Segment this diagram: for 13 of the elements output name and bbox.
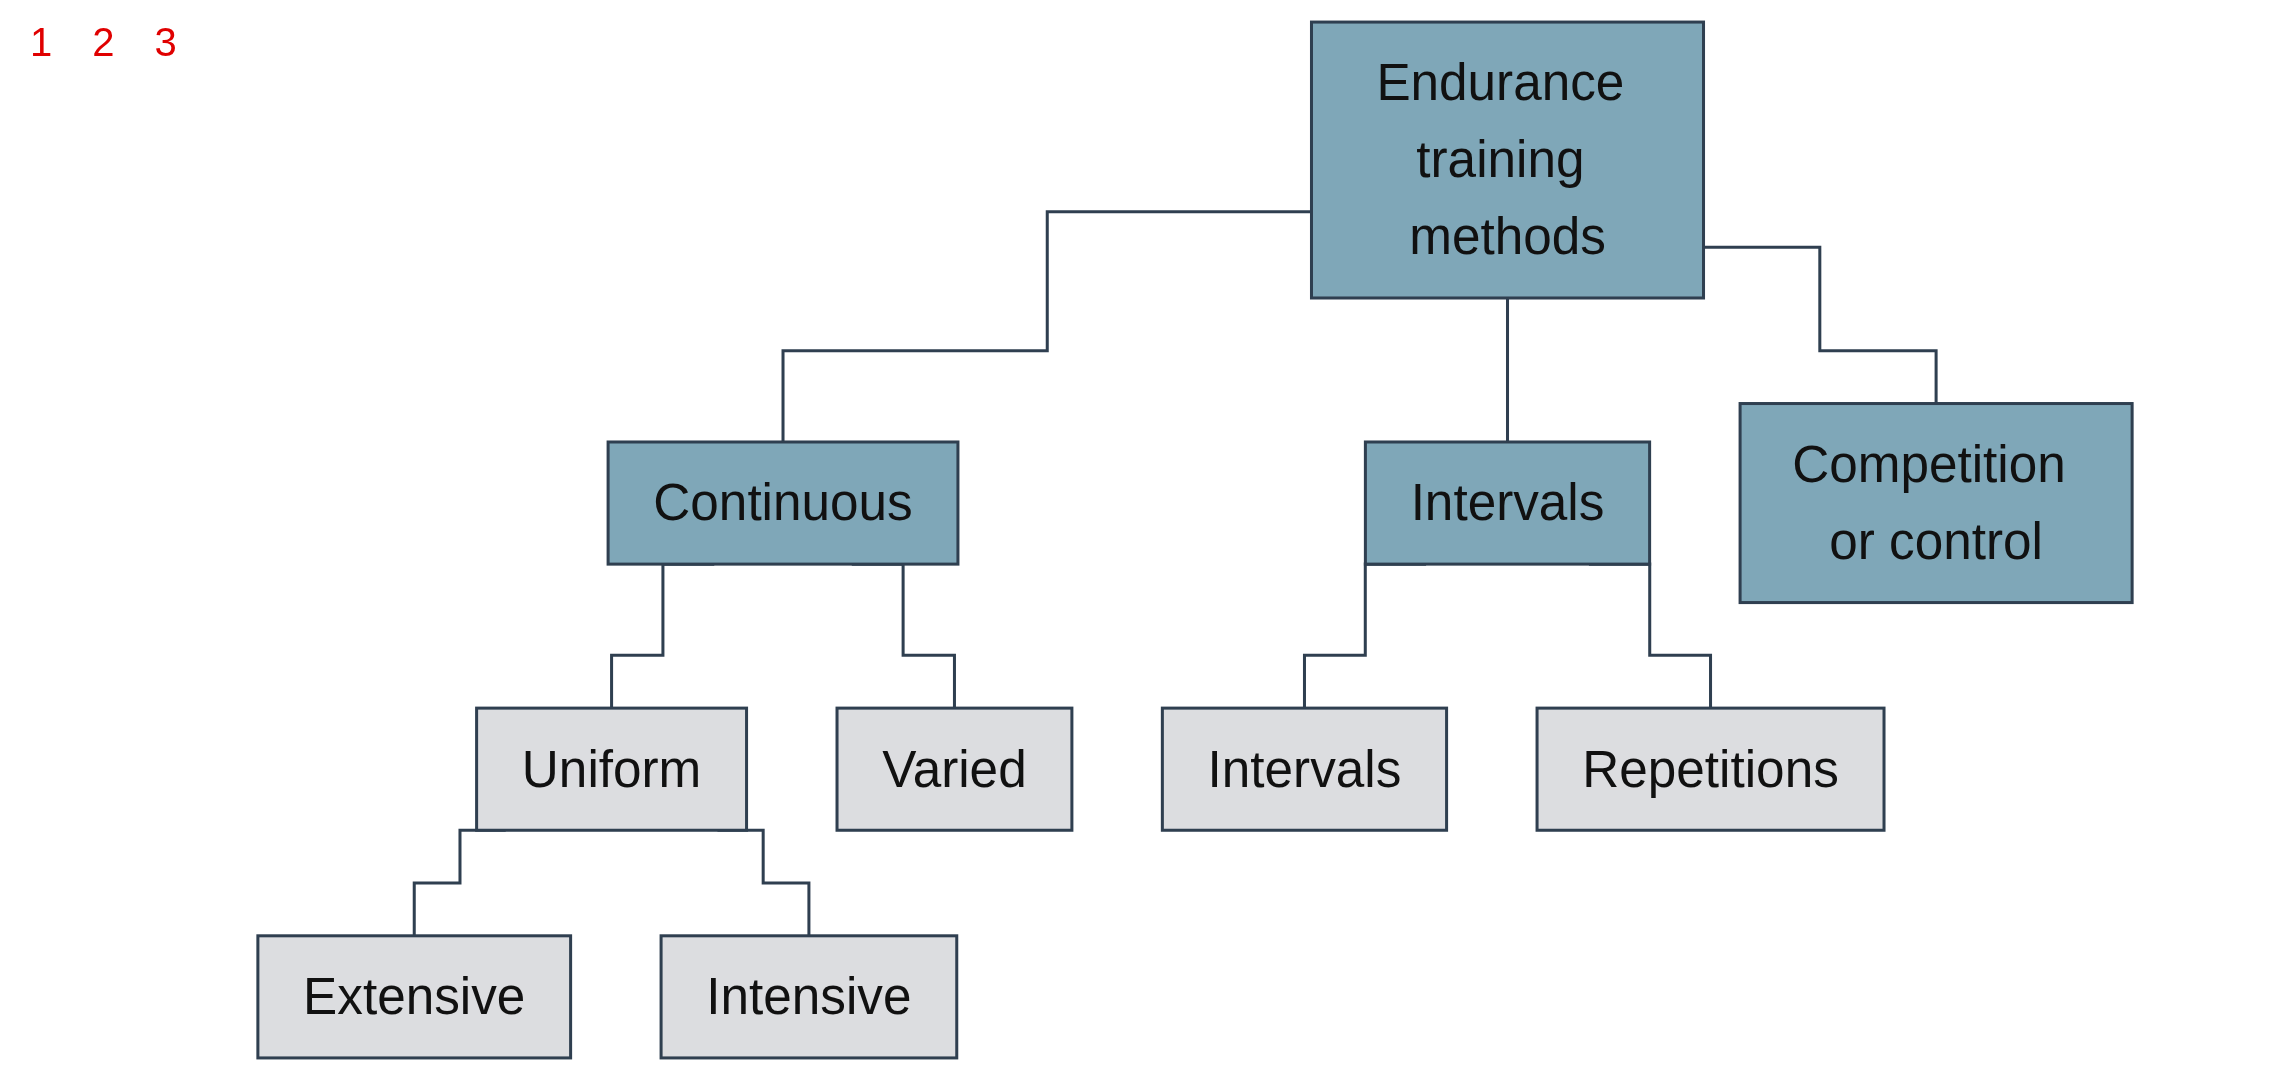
node-box: Endurance training methods <box>1310 20 1706 300</box>
callout-number: 2 <box>92 20 115 65</box>
node-box: Varied <box>835 706 1074 832</box>
node-box: Intervals <box>1160 706 1449 832</box>
node-box: Uniform <box>475 706 749 832</box>
callout-number: 3 <box>154 20 177 65</box>
node-box: Competition or control <box>1738 402 2134 605</box>
callout-number: 1 <box>30 20 53 65</box>
node-box: Extensive <box>256 934 573 1060</box>
node-box: Continuous <box>606 440 960 566</box>
node-box: Intensive <box>659 934 959 1060</box>
node-box: Intervals <box>1363 440 1652 566</box>
node-box: Repetitions <box>1535 706 1886 832</box>
